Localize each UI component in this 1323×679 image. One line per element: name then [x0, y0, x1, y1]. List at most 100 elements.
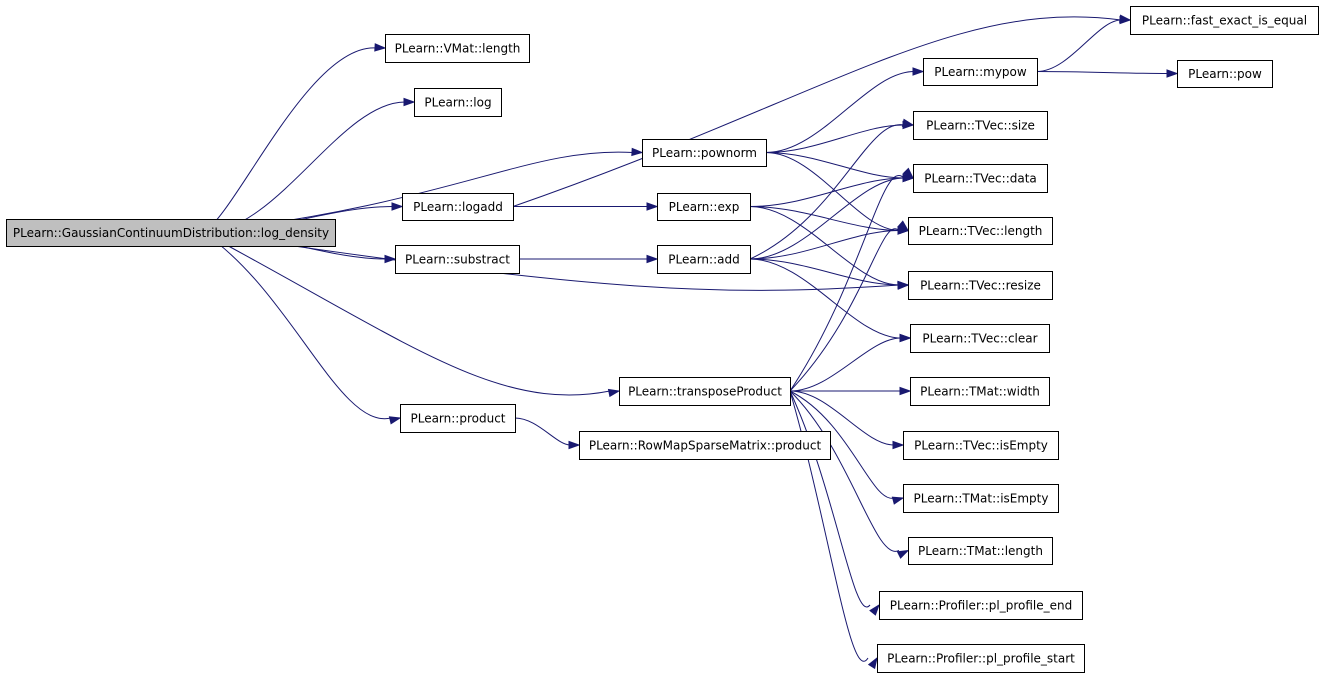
arrowhead-transposeproduct [607, 388, 621, 398]
node-box[interactable] [908, 271, 1053, 300]
node-box[interactable] [913, 111, 1048, 140]
node-box[interactable] [385, 34, 530, 63]
arrowhead-profile-end [869, 603, 880, 616]
node-box[interactable] [579, 431, 831, 460]
node-pownorm[interactable]: PLearn::pownorm [642, 139, 767, 167]
node-box[interactable] [395, 245, 520, 274]
node-tvec-data[interactable]: PLearn::TVec::data [913, 164, 1048, 193]
node-label: PLearn::TMat::isEmpty [914, 492, 1049, 506]
node-tvec-isempty[interactable]: PLearn::TVec::isEmpty [903, 431, 1059, 460]
node-label: PLearn::GaussianContinuumDistribution::l… [13, 226, 329, 240]
edge-exp-to-tvec-resize [749, 206, 900, 286]
node-box[interactable] [657, 193, 751, 221]
edge-transposeproduct-to-tvec-clear [789, 337, 902, 392]
arrowhead-logadd [391, 202, 404, 211]
node-label: PLearn::TVec::data [924, 172, 1037, 186]
node-box[interactable] [879, 591, 1083, 620]
edge-transposeproduct-to-tvec-isempty [789, 390, 895, 446]
node-box[interactable] [1130, 6, 1319, 35]
edge-pownorm-to-tvec-size [765, 124, 905, 153]
node-box[interactable] [913, 164, 1048, 193]
edge-gcd-log-density-to-product [203, 232, 392, 420]
node-tmat-length[interactable]: PLearn::TMat::length [908, 537, 1053, 565]
arrowhead-profile-start [867, 656, 878, 670]
node-box[interactable] [877, 644, 1085, 673]
arrowhead-tmat-isempty [891, 496, 905, 505]
node-label: PLearn::TVec::isEmpty [914, 439, 1048, 453]
node-add[interactable]: PLearn::add [657, 245, 751, 274]
edge-pownorm-to-tvec-data [765, 152, 905, 179]
edge-exp-to-tvec-data [749, 177, 905, 207]
node-box[interactable] [414, 88, 502, 117]
node-label: PLearn::transposeProduct [628, 385, 782, 399]
node-tvec-resize[interactable]: PLearn::TVec::resize [908, 271, 1053, 300]
node-box[interactable] [1177, 60, 1273, 88]
edge-gcd-log-density-to-tvec-resize [203, 232, 900, 291]
node-substract[interactable]: PLearn::substract [395, 245, 520, 274]
node-label: PLearn::add [668, 253, 739, 267]
node-pow[interactable]: PLearn::pow [1177, 60, 1273, 88]
node-box[interactable] [619, 377, 791, 406]
arrowhead-mypow [912, 67, 925, 76]
node-box[interactable] [908, 537, 1053, 565]
node-tvec-clear[interactable]: PLearn::TVec::clear [910, 324, 1050, 353]
node-label: PLearn::exp [669, 200, 740, 214]
arrowhead-tvec-length [897, 220, 910, 232]
node-exp[interactable]: PLearn::exp [657, 193, 751, 221]
node-box[interactable] [910, 377, 1050, 406]
node-box[interactable] [903, 484, 1059, 513]
node-label: PLearn::pow [1188, 67, 1262, 81]
edge-logadd-to-fast-exact-is-equal [512, 16, 1122, 207]
node-label: PLearn::TVec::resize [920, 279, 1041, 293]
node-box[interactable] [6, 219, 336, 247]
node-label: PLearn::RowMapSparseMatrix::product [589, 439, 822, 453]
arrowhead-tmat-width [899, 386, 912, 396]
edge-gcd-log-density-to-vmat-length [203, 47, 377, 233]
node-logadd[interactable]: PLearn::logadd [402, 193, 514, 221]
edge-transposeproduct-to-tmat-length [789, 390, 900, 552]
node-profile-start[interactable]: PLearn::Profiler::pl_profile_start [877, 644, 1085, 673]
arrowhead-pownorm [631, 147, 644, 157]
edge-gcd-log-density-to-log [203, 101, 406, 233]
node-box[interactable] [903, 431, 1059, 460]
edge-add-to-tvec-clear [749, 258, 902, 339]
node-fast-exact-is-equal[interactable]: PLearn::fast_exact_is_equal [1130, 6, 1319, 35]
arrowhead-fast-exact-is-equal [1119, 15, 1132, 25]
node-box[interactable] [657, 245, 751, 274]
edge-add-to-tvec-resize [749, 258, 900, 286]
arrowhead-tmat-length [896, 549, 910, 559]
edge-transposeproduct-to-tmat-isempty [789, 390, 895, 499]
node-box[interactable] [923, 58, 1038, 86]
node-box[interactable] [402, 193, 514, 221]
node-label: PLearn::log [424, 96, 491, 110]
node-tvec-size[interactable]: PLearn::TVec::size [913, 111, 1048, 140]
arrowhead-tvec-data [902, 167, 915, 180]
node-label: PLearn::product [410, 412, 505, 426]
node-tvec-length[interactable]: PLearn::TVec::length [908, 217, 1053, 245]
edge-add-to-tvec-size [749, 124, 905, 260]
node-tmat-width[interactable]: PLearn::TMat::width [910, 377, 1050, 406]
node-transposeproduct[interactable]: PLearn::transposeProduct [619, 377, 791, 406]
node-rmsm-product[interactable]: PLearn::RowMapSparseMatrix::product [579, 431, 831, 460]
node-label: PLearn::logadd [413, 200, 503, 214]
node-mypow[interactable]: PLearn::mypow [923, 58, 1038, 86]
node-product[interactable]: PLearn::product [400, 404, 516, 433]
node-profile-end[interactable]: PLearn::Profiler::pl_profile_end [879, 591, 1083, 620]
node-box[interactable] [908, 217, 1053, 245]
node-label: PLearn::TMat::width [920, 385, 1040, 399]
arrowhead-vmat-length [374, 43, 387, 52]
edge-transposeproduct-to-tvec-data [789, 175, 905, 392]
node-box[interactable] [642, 139, 767, 167]
node-gcd-log-density[interactable]: PLearn::GaussianContinuumDistribution::l… [6, 219, 336, 247]
arrowhead-tvec-data [902, 173, 915, 183]
node-box[interactable] [910, 324, 1050, 353]
arrowhead-rmsm-product [568, 440, 581, 450]
node-label: PLearn::pownorm [652, 146, 757, 160]
arrowhead-tvec-size [901, 118, 915, 127]
node-vmat-length[interactable]: PLearn::VMat::length [385, 34, 530, 63]
node-box[interactable] [400, 404, 516, 433]
node-log[interactable]: PLearn::log [414, 88, 502, 117]
arrowhead-product [388, 416, 402, 425]
node-tmat-isempty[interactable]: PLearn::TMat::isEmpty [903, 484, 1059, 513]
edge-gcd-log-density-to-transposeproduct [203, 232, 611, 396]
